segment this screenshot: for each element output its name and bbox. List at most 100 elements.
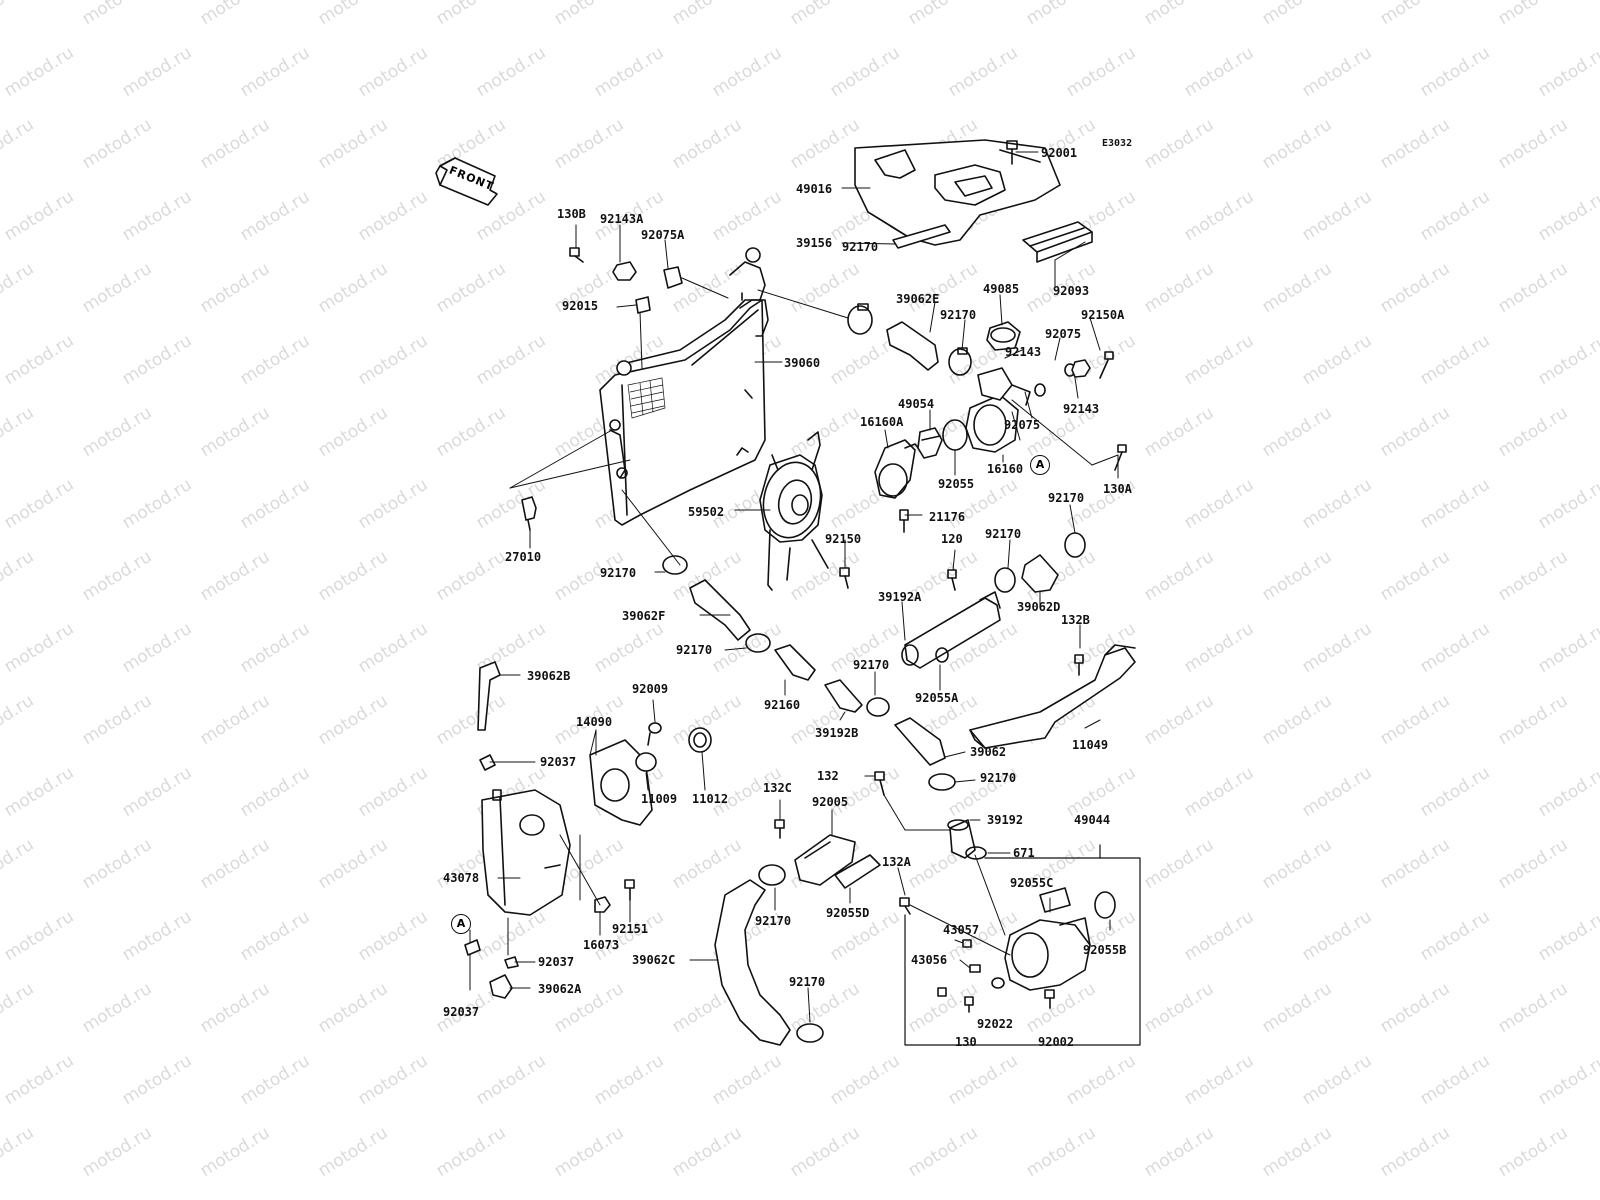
bracket-11049 xyxy=(969,644,1136,749)
part-label-39192b[interactable]: 39192B xyxy=(815,726,859,740)
clamp-92170-right-b xyxy=(1064,532,1086,558)
part-label-92093[interactable]: 92093 xyxy=(1053,284,1090,298)
part-label-39062[interactable]: 39062 xyxy=(970,745,1007,759)
part-label-671[interactable]: 671 xyxy=(1013,846,1035,860)
part-label-132b[interactable]: 132B xyxy=(1061,613,1090,627)
part-label-92150a[interactable]: 92150A xyxy=(1081,308,1125,322)
part-label-49054[interactable]: 49054 xyxy=(898,397,935,411)
part-label-49016[interactable]: 49016 xyxy=(796,182,833,196)
part-label-92160[interactable]: 92160 xyxy=(764,698,801,712)
o-ring-92055A xyxy=(935,647,949,663)
part-label-92002[interactable]: 92002 xyxy=(1038,1035,1075,1049)
part-label-16160a[interactable]: 16160A xyxy=(860,415,904,429)
part-label-92009[interactable]: 92009 xyxy=(632,682,669,696)
part-label-43057[interactable]: 43057 xyxy=(943,923,980,937)
bolt-130B xyxy=(569,247,584,263)
part-label-120[interactable]: 120 xyxy=(941,532,963,546)
part-label-92143a[interactable]: 92143A xyxy=(600,212,644,226)
part-label-130b[interactable]: 130B xyxy=(557,207,586,221)
thermostat-49054 xyxy=(917,427,943,459)
part-label-92037-lower[interactable]: 92037 xyxy=(538,955,575,969)
part-label-132c[interactable]: 132C xyxy=(763,781,792,795)
part-label-49085[interactable]: 49085 xyxy=(983,282,1020,296)
part-label-92055d[interactable]: 92055D xyxy=(826,906,870,920)
bolt-92001 xyxy=(1006,140,1018,165)
part-label-14090[interactable]: 14090 xyxy=(576,715,613,729)
part-label-92170-bottom-a[interactable]: 92170 xyxy=(755,914,792,928)
drawing-code: E3032 xyxy=(1102,138,1133,149)
part-label-92170-top[interactable]: 92170 xyxy=(842,240,879,254)
clamp-92170-mid xyxy=(948,347,972,376)
part-label-39062e[interactable]: 39062E xyxy=(896,292,940,306)
part-label-92075-lower[interactable]: 92075 xyxy=(1004,418,1041,432)
part-label-92170-mid[interactable]: 92170 xyxy=(940,308,977,322)
sensor-27010 xyxy=(521,496,537,531)
part-label-11012[interactable]: 11012 xyxy=(692,792,729,806)
part-label-39192a[interactable]: 39192A xyxy=(878,590,922,604)
part-label-92170-center[interactable]: 92170 xyxy=(676,643,713,657)
filler-cap-49085 xyxy=(986,321,1021,351)
sensor-21176 xyxy=(899,509,909,533)
shroud-49016 xyxy=(854,139,1061,246)
part-label-130[interactable]: 130 xyxy=(955,1035,977,1049)
part-label-27010[interactable]: 27010 xyxy=(505,550,542,564)
part-label-92143-left[interactable]: 92143 xyxy=(1005,345,1042,359)
clamp-92170-bottom-b xyxy=(796,1023,824,1043)
clamp-92170-right-lower xyxy=(928,773,956,791)
part-label-59502[interactable]: 59502 xyxy=(688,505,725,519)
part-label-11009[interactable]: 11009 xyxy=(641,792,678,806)
hose-39062F xyxy=(689,579,751,641)
part-label-92170-lower[interactable]: 92170 xyxy=(853,658,890,672)
part-label-92143-right[interactable]: 92143 xyxy=(1063,402,1100,416)
part-label-43078[interactable]: 43078 xyxy=(443,871,480,885)
part-label-16160[interactable]: 16160 xyxy=(987,462,1024,476)
part-label-92022[interactable]: 92022 xyxy=(977,1017,1014,1031)
part-label-92151[interactable]: 92151 xyxy=(612,922,649,936)
part-label-39062d[interactable]: 39062D xyxy=(1017,600,1061,614)
part-label-11049[interactable]: 11049 xyxy=(1072,738,1109,752)
part-label-49044[interactable]: 49044 xyxy=(1074,813,1111,827)
clamp-92170-center xyxy=(745,633,771,653)
part-label-92170-bottom-b[interactable]: 92170 xyxy=(789,975,826,989)
hose-39062E xyxy=(886,321,939,371)
bolt-92150A xyxy=(1099,351,1114,379)
part-label-92055b[interactable]: 92055B xyxy=(1083,943,1127,957)
part-label-92001[interactable]: 92001 xyxy=(1041,146,1078,160)
part-label-92075-upper[interactable]: 92075 xyxy=(1045,327,1082,341)
part-label-92075a[interactable]: 92075A xyxy=(641,228,685,242)
part-label-92055[interactable]: 92055 xyxy=(938,477,975,491)
part-label-92150[interactable]: 92150 xyxy=(825,532,862,546)
part-label-92005[interactable]: 92005 xyxy=(812,795,849,809)
radiator-39060 xyxy=(599,247,769,526)
part-label-92055c[interactable]: 92055C xyxy=(1010,876,1054,890)
part-label-39062a[interactable]: 39062A xyxy=(538,982,582,996)
part-label-92015[interactable]: 92015 xyxy=(562,299,599,313)
part-label-21176[interactable]: 21176 xyxy=(929,510,966,524)
part-label-39062b[interactable]: 39062B xyxy=(527,669,571,683)
part-label-39192[interactable]: 39192 xyxy=(987,813,1024,827)
part-label-92037-left[interactable]: 92037 xyxy=(443,1005,480,1019)
callout-a-upper: A xyxy=(1030,455,1050,475)
grommet-92143A xyxy=(612,261,637,281)
part-label-132[interactable]: 132 xyxy=(817,769,839,783)
part-label-39062f[interactable]: 39062F xyxy=(622,609,666,623)
hose-39062C xyxy=(714,879,791,1046)
part-label-130a[interactable]: 130A xyxy=(1103,482,1132,496)
part-label-92170-left[interactable]: 92170 xyxy=(600,566,637,580)
strip-39156 xyxy=(892,224,951,249)
bolt-43056 xyxy=(969,964,981,973)
part-label-92037-upper[interactable]: 92037 xyxy=(540,755,577,769)
part-label-92170-right-b[interactable]: 92170 xyxy=(1048,491,1085,505)
pipe-39192B xyxy=(824,679,863,713)
part-label-39062c[interactable]: 39062C xyxy=(632,953,676,967)
part-label-39060[interactable]: 39060 xyxy=(784,356,821,370)
part-label-43056[interactable]: 43056 xyxy=(911,953,948,967)
part-label-16073[interactable]: 16073 xyxy=(583,938,620,952)
bolt-132 xyxy=(874,771,885,796)
clip-92037-left xyxy=(464,939,481,956)
part-label-92170-right-lower[interactable]: 92170 xyxy=(980,771,1017,785)
part-label-39156[interactable]: 39156 xyxy=(796,236,833,250)
part-label-92055a[interactable]: 92055A xyxy=(915,691,959,705)
part-label-132a[interactable]: 132A xyxy=(882,855,911,869)
part-label-92170-right-a[interactable]: 92170 xyxy=(985,527,1022,541)
